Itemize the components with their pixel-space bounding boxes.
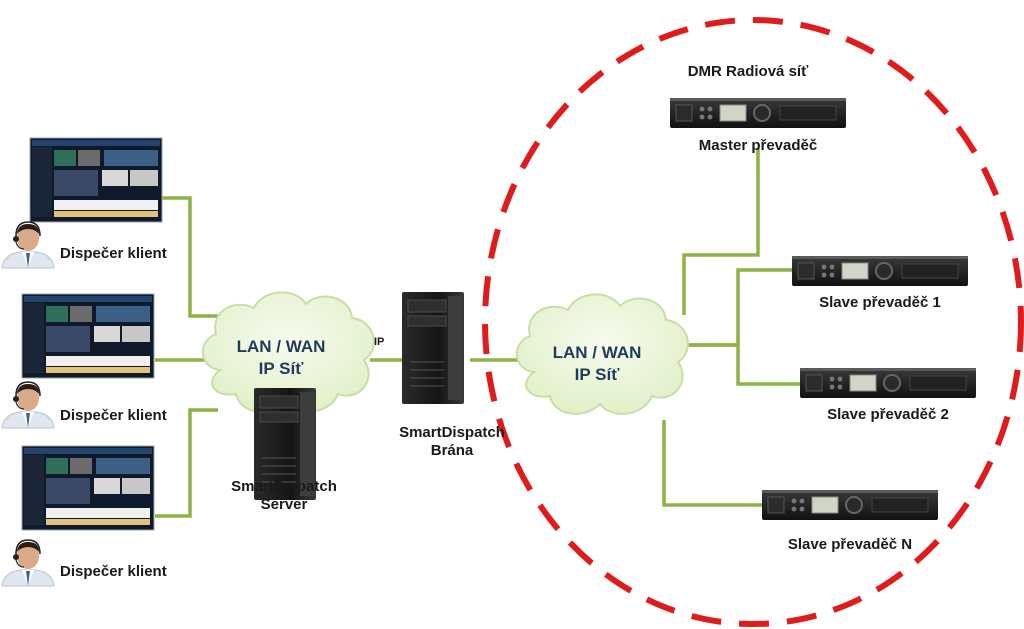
ip-label: IP — [374, 336, 385, 348]
cloud-left-label: LAN / WAN IP Síť — [226, 336, 336, 380]
cloud-right-label: LAN / WAN IP Síť — [542, 342, 652, 386]
dispatcher-person-icon — [1, 221, 55, 269]
link-master — [682, 148, 760, 315]
client-2-label: Dispečer klient — [60, 407, 167, 424]
cloud-right-line1: LAN / WAN — [552, 343, 642, 362]
client-1-label: Dispečer klient — [60, 245, 167, 262]
dispatcher-person-icon — [1, 381, 55, 429]
server-label-line1: SmartDispatch — [231, 478, 337, 495]
slave-repeater-1-label: Slave převaděč 1 — [819, 294, 941, 311]
dmr-network-boundary — [482, 17, 1024, 627]
slave-repeater-n-icon — [761, 489, 939, 521]
cloud-left-line2: IP Síť — [258, 359, 304, 378]
dispatcher-person-icon — [1, 539, 55, 587]
link-client1 — [160, 196, 222, 318]
link-slaveN — [662, 420, 762, 507]
link-client3 — [155, 408, 218, 518]
client-3-label: Dispečer klient — [60, 563, 167, 580]
dispatcher-monitor — [21, 293, 155, 379]
dispatcher-monitor — [29, 137, 163, 223]
server-label: SmartDispatch Server — [214, 478, 354, 514]
network-links — [155, 148, 800, 518]
cloud-right-line2: IP Síť — [574, 365, 620, 384]
master-repeater-icon — [669, 97, 847, 129]
gateway-label-line1: SmartDispatch — [399, 424, 505, 441]
server-label-line2: Server — [260, 496, 308, 513]
link-slave1 — [684, 268, 792, 347]
smartdispatch-gateway-icon — [401, 291, 465, 405]
dispatcher-monitor — [21, 445, 155, 531]
cloud-left-line1: LAN / WAN — [236, 337, 326, 356]
gateway-label: SmartDispatch Brána — [382, 424, 522, 460]
dmr-network-label: DMR Radiová síť — [687, 63, 809, 80]
slave-repeater-2-label: Slave převaděč 2 — [827, 406, 949, 423]
slave-repeater-2-icon — [799, 367, 977, 399]
master-repeater-label: Master převaděč — [698, 137, 818, 154]
slave-repeater-n-label: Slave převaděč N — [787, 536, 913, 553]
link-slave2 — [684, 343, 800, 386]
slave-repeater-1-icon — [791, 255, 969, 287]
gateway-label-line2: Brána — [430, 442, 474, 459]
